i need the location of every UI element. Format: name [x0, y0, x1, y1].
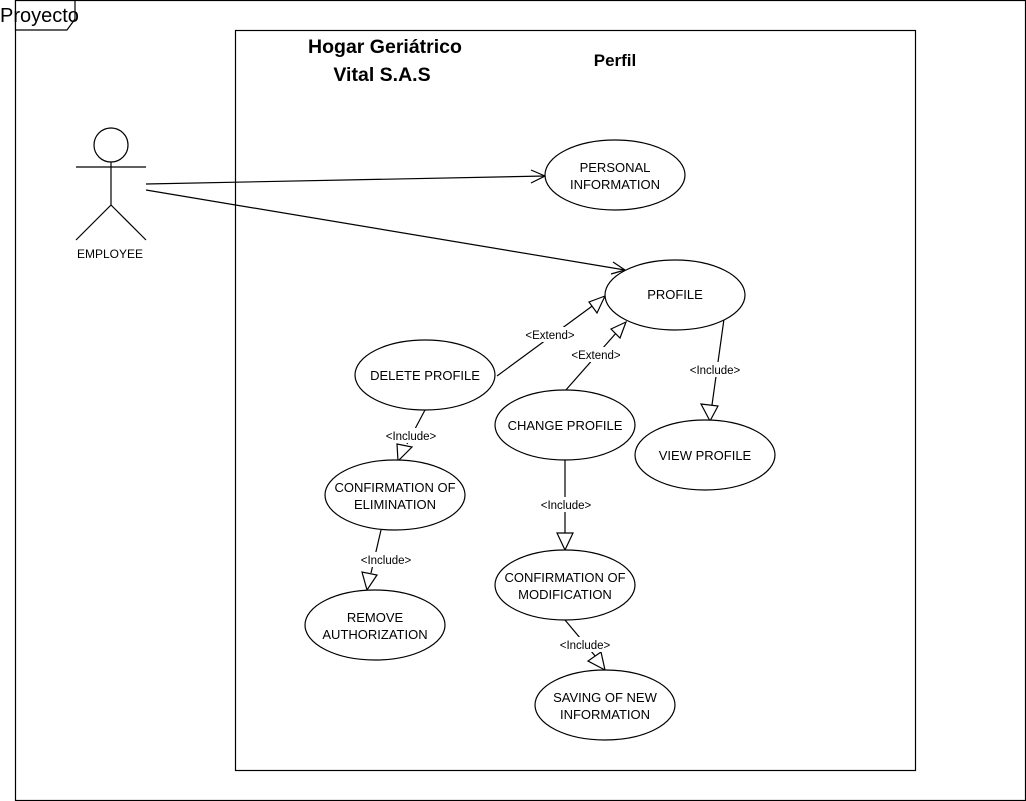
- use-case-confirmation-of-modification[interactable]: CONFIRMATION OF MODIFICATION: [494, 549, 636, 621]
- use-case-label: INFORMATION: [560, 707, 650, 722]
- use-case-view-profile[interactable]: VIEW PROFILE: [634, 419, 776, 491]
- include-delete-profile-to-confirmation-elimination: <Include>: [380, 409, 442, 463]
- include-profile-to-view-profile: <Include>: [684, 318, 746, 423]
- extend-delete-profile-to-profile: <Extend>: [496, 294, 607, 377]
- use-case-label: MODIFICATION: [518, 587, 612, 602]
- use-case-label: INFORMATION: [570, 177, 660, 192]
- use-case-label: VIEW PROFILE: [659, 448, 752, 463]
- include-change-profile-to-confirmation-modification: <Include>: [535, 460, 597, 552]
- use-case-label: CONFIRMATION OF: [334, 480, 455, 495]
- include-label: <Include>: [386, 431, 437, 443]
- use-case-personal-information[interactable]: PERSONAL INFORMATION: [544, 139, 686, 211]
- use-case-profile[interactable]: PROFILE: [604, 259, 746, 331]
- use-case-delete-profile[interactable]: DELETE PROFILE: [354, 339, 496, 411]
- actor-head: [93, 127, 129, 163]
- use-case-label: PERSONAL: [580, 160, 651, 175]
- system-subtitle: Perfil: [594, 51, 637, 70]
- use-case-remove-authorization[interactable]: REMOVE AUTHORIZATION: [304, 589, 446, 661]
- include-label: <Include>: [361, 555, 412, 567]
- use-case-label: CONFIRMATION OF: [504, 570, 625, 585]
- extend-change-profile-to-profile: <Extend>: [564, 320, 628, 392]
- extend-label: <Extend>: [525, 330, 575, 342]
- use-case-label: SAVING OF NEW: [553, 690, 657, 705]
- frame-label: Proyecto: [0, 5, 79, 27]
- use-case-saving-of-new-information[interactable]: SAVING OF NEW INFORMATION: [534, 669, 676, 741]
- use-case-change-profile[interactable]: CHANGE PROFILE: [494, 389, 636, 461]
- system-boundary: Hogar Geriátrico Vital S.A.S Perfil: [234, 29, 917, 772]
- system-title-line-1: Hogar Geriátrico: [308, 36, 462, 58]
- extend-label: <Extend>: [571, 350, 621, 362]
- use-case-confirmation-of-elimination[interactable]: CONFIRMATION OF ELIMINATION: [324, 459, 466, 531]
- association-actor-personal-information: [145, 169, 547, 185]
- actor-right-leg: [110, 204, 147, 241]
- actor-employee[interactable]: EMPLOYEE: [75, 127, 147, 261]
- use-case-label: CHANGE PROFILE: [508, 418, 623, 433]
- use-case-label: DELETE PROFILE: [370, 368, 480, 383]
- include-label: <Include>: [541, 500, 592, 512]
- actor-name: EMPLOYEE: [77, 247, 143, 261]
- include-label: <Include>: [690, 365, 741, 377]
- use-case-label: ELIMINATION: [354, 497, 436, 512]
- association-actor-profile: [145, 189, 627, 275]
- actor-left-leg: [75, 204, 112, 241]
- system-title-line-2: Vital S.A.S: [333, 64, 430, 86]
- include-confirmation-modification-to-saving-new-information: <Include>: [554, 619, 616, 672]
- include-confirmation-elimination-to-remove-authorization: <Include>: [355, 529, 417, 592]
- use-case-label: PROFILE: [647, 287, 703, 302]
- use-case-label: AUTHORIZATION: [322, 627, 427, 642]
- include-label: <Include>: [560, 640, 611, 652]
- use-case-label: REMOVE: [347, 610, 404, 625]
